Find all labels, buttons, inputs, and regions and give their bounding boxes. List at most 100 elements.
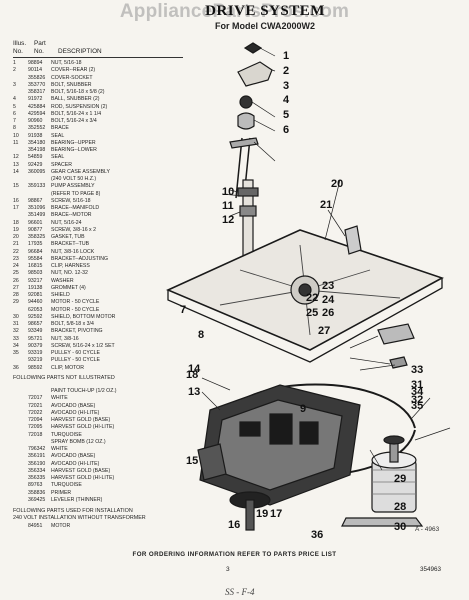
description-cell: PRIMER — [51, 489, 72, 496]
callout-5: 5 — [283, 109, 290, 121]
illus-no-cell — [13, 424, 28, 431]
description-cell: BRACKET--ADJUSTING — [51, 255, 109, 262]
part-no-cell: 89763 — [28, 482, 43, 489]
part-no-cell: 351499 — [28, 212, 46, 219]
part-no-cell: 93349 — [28, 328, 43, 335]
description-cell: BRACE — [51, 125, 69, 132]
table-row: 358836 PRIMER — [13, 490, 188, 497]
callout-19: 19 — [256, 508, 269, 520]
illus-no-cell: 10 — [13, 132, 19, 139]
illus-no-cell: 35 — [13, 350, 19, 356]
illus-no-cell — [13, 446, 28, 453]
description-cell: BOLT, 5/16-24 x 3/4 — [51, 118, 97, 124]
illus-no-cell — [13, 468, 28, 475]
illus-no-cell — [13, 410, 28, 417]
description-cell: HARVEST GOLD (BASE) — [51, 417, 111, 423]
illus-no-cell: 31 — [13, 321, 19, 327]
callout-22: 22 — [306, 292, 319, 304]
motor-part — [371, 435, 417, 513]
illus-no-cell: 3 — [13, 81, 16, 88]
header-no: No. — [13, 48, 23, 55]
description-cell: BALL, SNUBBER (2) — [51, 96, 100, 103]
part-no-cell: 359133 — [28, 183, 46, 190]
illus-no-cell: 7 — [13, 118, 16, 124]
illus-no-cell: 1 — [13, 60, 16, 66]
part-no-cell: 90114 — [28, 67, 43, 74]
part-no-cell: 98867 — [28, 197, 43, 204]
part-no-cell: 354180 — [28, 139, 46, 146]
illus-no-cell: 8 — [13, 125, 16, 132]
document-number: 354963 — [420, 566, 442, 573]
description-cell: SCREW, 3/8-16 x 2 — [51, 226, 96, 233]
snubber-part — [237, 112, 255, 130]
callout-11: 11 — [222, 200, 234, 212]
illus-no-cell — [13, 212, 28, 219]
callout-29: 29 — [394, 473, 407, 485]
illus-no-cell: 15 — [13, 183, 19, 190]
illus-no-cell: 2 — [13, 67, 16, 74]
description-cell: SHIELD — [51, 292, 70, 298]
description-cell: MOTOR - 50 CYCLE — [51, 306, 100, 313]
part-no-cell: 358317 — [28, 89, 46, 95]
part-no-cell: 796342 — [28, 446, 46, 452]
description-cell: TURQUOISE — [51, 431, 82, 438]
illus-no-cell: 5 — [13, 103, 16, 110]
tub-bracket — [344, 225, 362, 255]
description-cell: SCREW, 5/16-24 x 1/2 SET — [51, 342, 115, 349]
part-no-cell: 360095 — [28, 168, 46, 175]
motor-shield — [341, 517, 424, 527]
illus-no-cell — [13, 357, 28, 364]
part-no-cell: 72018 — [28, 431, 43, 438]
part-no-cell — [28, 191, 51, 198]
description-cell: HARVEST GOLD (BASE) — [51, 467, 111, 474]
callout-32: 32 — [411, 394, 424, 406]
description-cell: NUT, 5/16-24 — [51, 219, 82, 226]
callout-33: 33 — [411, 364, 424, 376]
description-cell: PAINT TOUCH-UP (1/2 OZ.) — [51, 388, 117, 394]
illus-no-cell: 26 — [13, 277, 19, 284]
part-no-cell — [28, 439, 51, 446]
callout-28: 28 — [394, 501, 407, 513]
callout-36: 36 — [311, 529, 324, 541]
description-cell: NUT, 3/8-16 LOCK — [51, 248, 95, 255]
description-cell: AVOCADO (HI-LITE) — [51, 460, 100, 467]
description-cell: BRACE--MOTOR — [51, 212, 92, 219]
part-no-cell: 98592 — [28, 364, 43, 371]
part-no-cell: 358836 — [28, 489, 46, 496]
part-no-cell: 17935 — [28, 241, 43, 248]
illus-no-cell: 17 — [13, 205, 19, 211]
exploded-diagram — [166, 42, 451, 531]
callout-9: 9 — [300, 403, 307, 415]
part-no-cell: 353770 — [28, 81, 46, 88]
header-part: Part — [34, 40, 46, 47]
callout-10: 10 — [222, 186, 235, 198]
part-no-cell: 91938 — [28, 132, 43, 139]
description-cell: SHIELD, BOTTOM MOTOR — [51, 313, 116, 320]
part-no-cell: 94460 — [28, 299, 43, 306]
part-no-cell: 429594 — [28, 110, 46, 117]
illus-no-cell: 32 — [13, 328, 19, 335]
part-no-cell: 72095 — [28, 424, 43, 431]
callout-34: 34 — [411, 386, 424, 398]
